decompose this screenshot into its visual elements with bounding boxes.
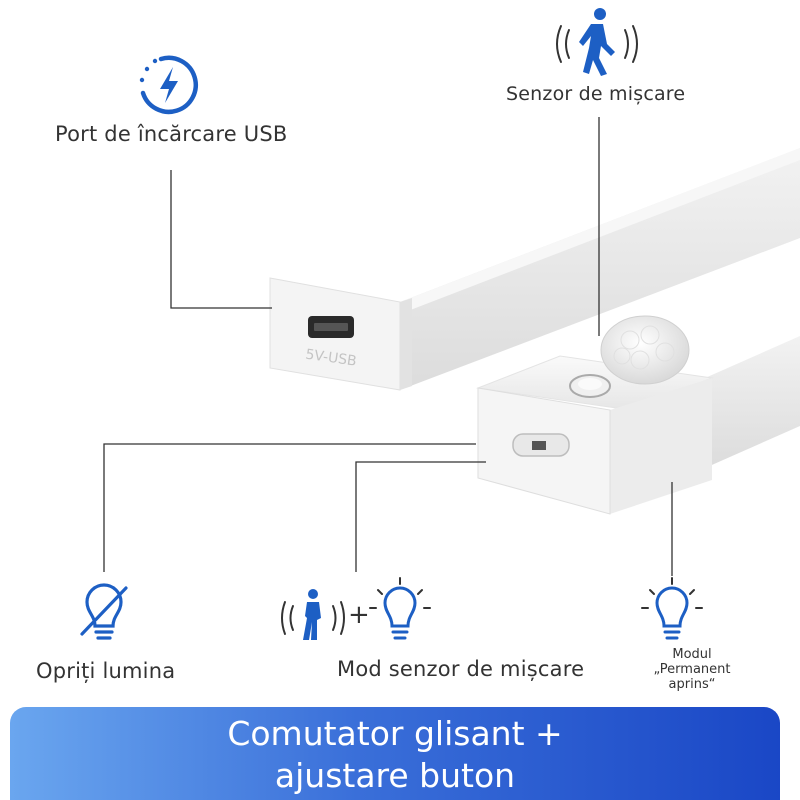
permanent-label-line2: „Permanent — [653, 662, 731, 677]
light-off-label: Opriți lumina — [36, 659, 176, 683]
usb-port-label: Port de încărcare USB — [55, 122, 288, 146]
motion-sensor-label: Senzor de mișcare — [506, 83, 686, 105]
walking-person-icon — [556, 8, 638, 76]
callout-usb — [170, 170, 272, 309]
sensor-mode-icon — [281, 589, 345, 640]
sensor-mode-label: Mod senzor de mișcare — [337, 657, 585, 681]
title-banner: Comutator glisant + ajustare buton — [10, 707, 780, 800]
callout-light-off — [103, 443, 476, 572]
plus-sign: + — [348, 600, 370, 630]
sensor-mode-bulb-icon — [369, 577, 431, 640]
charging-icon — [139, 55, 198, 115]
permanent-label-line3: aprins“ — [668, 677, 716, 692]
banner-line2: ajustare buton — [274, 756, 516, 795]
callout-lines — [103, 117, 673, 576]
callout-sensor-mode — [355, 461, 486, 572]
usb-port — [308, 316, 354, 338]
banner-line1: Comutator glisant + — [227, 714, 563, 753]
push-button — [569, 374, 611, 398]
light-off-bulb-icon — [80, 583, 128, 640]
motion-sensor-dome — [600, 315, 690, 385]
usb-marking: 5V-USB — [304, 347, 357, 370]
permanent-label-line1: Modul — [672, 647, 712, 662]
slide-switch — [512, 433, 570, 457]
permanent-on-bulb-icon — [641, 577, 703, 640]
permanent-mode-label: Modul „Permanent aprins“ — [637, 647, 747, 692]
